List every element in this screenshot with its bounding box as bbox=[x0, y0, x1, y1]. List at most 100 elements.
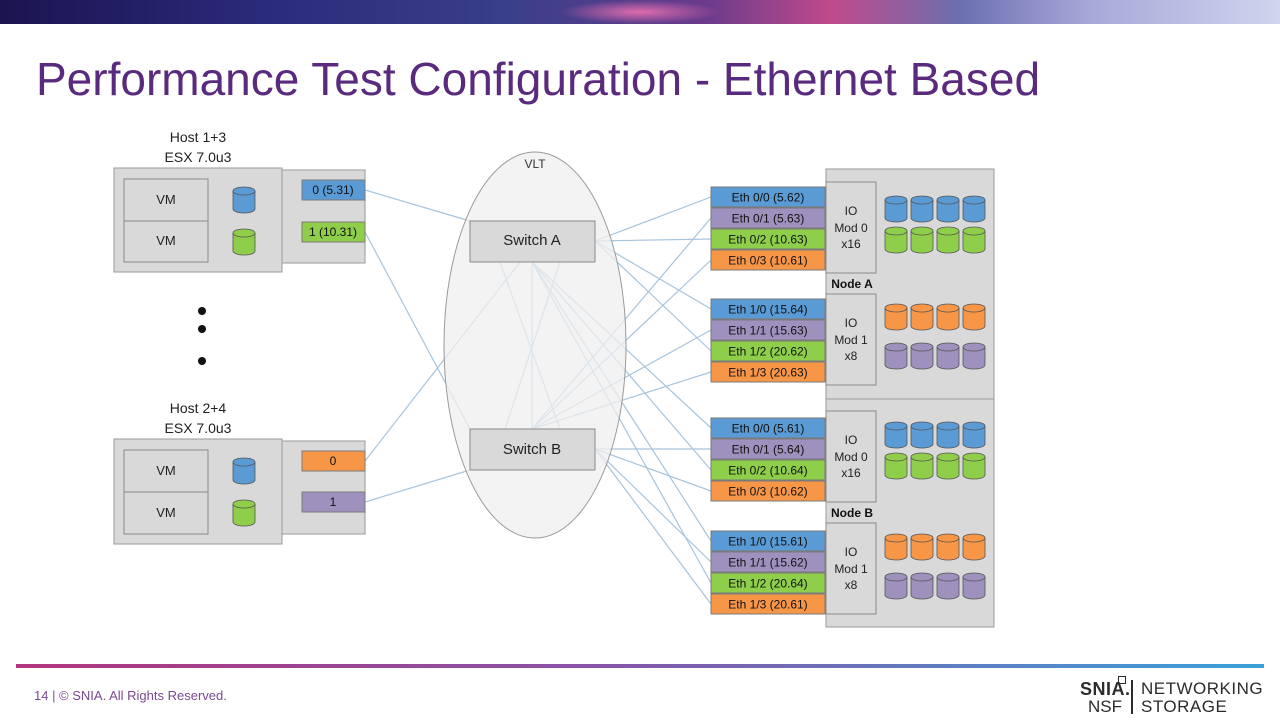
eth-port-n1-m1-p1[interactable] bbox=[710, 551, 826, 573]
logo-storage: STORAGE bbox=[1141, 697, 1228, 716]
host2-vm-1-label: VM bbox=[156, 463, 176, 478]
eth-port-n1-m1-p2[interactable] bbox=[710, 572, 826, 594]
eth-port-n0-m0-p0[interactable] bbox=[710, 186, 826, 208]
eth-port-n0-m1-p0[interactable] bbox=[710, 298, 826, 320]
logo-divider bbox=[1131, 680, 1133, 714]
link-to-eth-port bbox=[594, 238, 712, 242]
disk-icon bbox=[962, 421, 986, 449]
host2-vm-2-label: VM bbox=[156, 505, 176, 520]
disk-icon bbox=[936, 195, 960, 223]
host2-port-1-label: 1 bbox=[330, 495, 337, 509]
eth-port-n0-m1-p2[interactable] bbox=[710, 340, 826, 362]
host2-os: ESX 7.0u3 bbox=[165, 420, 232, 436]
host1-port-1[interactable] bbox=[301, 221, 366, 243]
switch-a-box[interactable] bbox=[469, 220, 596, 263]
logo-nsf: NSF bbox=[1088, 697, 1122, 716]
header-banner-glow bbox=[560, 0, 720, 24]
eth-port-label: Eth 1/1 (15.62) bbox=[728, 556, 807, 570]
eth-port-n0-m0-p1[interactable] bbox=[710, 207, 826, 229]
host1-port-0[interactable] bbox=[301, 179, 366, 201]
disk-icon bbox=[936, 226, 960, 254]
disk-icon bbox=[884, 533, 908, 561]
eth-port-n1-m1-p0[interactable] bbox=[710, 530, 826, 552]
eth-port-label: Eth 0/3 (10.61) bbox=[728, 254, 807, 268]
eth-port-label: Eth 1/0 (15.64) bbox=[728, 303, 807, 317]
host-datastores bbox=[232, 186, 256, 527]
disk-icon bbox=[910, 226, 934, 254]
eth-port-label: Eth 0/2 (10.64) bbox=[728, 464, 807, 478]
snia-logo-mark bbox=[1118, 676, 1126, 684]
disk-icon bbox=[884, 342, 908, 370]
vlt-ellipse bbox=[443, 151, 627, 539]
link-to-eth-port bbox=[594, 448, 712, 605]
disk-icon bbox=[936, 533, 960, 561]
switch-b-box[interactable] bbox=[469, 428, 596, 471]
host2-port-0[interactable] bbox=[301, 450, 366, 472]
eth-port-n1-m0-p1[interactable] bbox=[710, 438, 826, 460]
disk-icon bbox=[910, 533, 934, 561]
node-a-iomod1-l3: x8 bbox=[845, 349, 858, 363]
link-host2-p1-switch-b bbox=[364, 469, 471, 503]
footer-divider bbox=[16, 664, 1264, 668]
disk-icon bbox=[884, 421, 908, 449]
disk-icon bbox=[884, 226, 908, 254]
footer-copyright: 14 | © SNIA. All Rights Reserved. bbox=[34, 688, 227, 703]
node-a-label: Node A bbox=[831, 277, 873, 291]
host2-vm-2[interactable] bbox=[123, 491, 209, 535]
eth-port-n0-m0-p2[interactable] bbox=[710, 228, 826, 250]
eth-port-n1-m0-p2[interactable] bbox=[710, 459, 826, 481]
eth-port-n0-m1-p1[interactable] bbox=[710, 319, 826, 341]
disk-icon bbox=[962, 452, 986, 480]
host1-datastore-blue-icon bbox=[232, 186, 256, 214]
ellipsis-dot-3 bbox=[198, 357, 206, 365]
eth-port-n0-m0-p3[interactable] bbox=[710, 249, 826, 271]
host1-vm-2-label: VM bbox=[156, 233, 176, 248]
node-b-iomod0-l1: IO bbox=[845, 433, 858, 447]
link-to-eth-port bbox=[594, 196, 712, 242]
disk-icon bbox=[936, 572, 960, 600]
disk-icon bbox=[962, 195, 986, 223]
eth-port-label: Eth 0/0 (5.62) bbox=[732, 191, 805, 205]
ellipsis-dot-1 bbox=[198, 307, 206, 315]
node-a-iomod1[interactable] bbox=[825, 293, 877, 386]
slide-title: Performance Test Configuration - Etherne… bbox=[36, 53, 1041, 105]
eth-port-n1-m1-p3[interactable] bbox=[710, 593, 826, 615]
eth-port-n1-m0-p0[interactable] bbox=[710, 417, 826, 439]
node-a-iomod0[interactable] bbox=[825, 181, 877, 274]
eth-port-n1-m0-p3[interactable] bbox=[710, 480, 826, 502]
node-a-iomod0-l3: x16 bbox=[841, 237, 861, 251]
host1-vm-2[interactable] bbox=[123, 220, 209, 263]
disk-icon bbox=[910, 342, 934, 370]
host2-port-1[interactable] bbox=[301, 491, 366, 513]
network-diagram: VLT Switch A Switch B Host 1+3 ESX 7.0u3… bbox=[113, 129, 995, 628]
host2-datastore-green-icon bbox=[232, 499, 256, 527]
eth-port-label: Eth 0/2 (10.63) bbox=[728, 233, 807, 247]
eth-port-label: Eth 1/0 (15.61) bbox=[728, 535, 807, 549]
disk-icon bbox=[962, 572, 986, 600]
disk-icon bbox=[884, 195, 908, 223]
node-b-iomod1-l1: IO bbox=[845, 545, 858, 559]
eth-port-label: Eth 0/1 (5.64) bbox=[732, 443, 805, 457]
disk-icon bbox=[910, 572, 934, 600]
eth-port-n0-m1-p3[interactable] bbox=[710, 361, 826, 383]
node-a-iomod0-l2: Mod 0 bbox=[834, 221, 868, 235]
node-b-iomod0[interactable] bbox=[825, 410, 877, 503]
host2-name: Host 2+4 bbox=[170, 400, 227, 416]
node-a-iomod0-l1: IO bbox=[845, 204, 858, 218]
disk-icon bbox=[910, 303, 934, 331]
disk-icon bbox=[936, 452, 960, 480]
disk-icon bbox=[884, 572, 908, 600]
link-host1-p0-switch-a bbox=[364, 189, 471, 222]
storage-ethernet-ports: Eth 0/0 (5.62) Eth 0/1 (5.63) Eth 0/2 (10.… bbox=[710, 186, 826, 615]
logo-snia: SNIA. bbox=[1080, 679, 1131, 699]
eth-port-label: Eth 0/1 (5.63) bbox=[732, 212, 805, 226]
node-b-label: Node B bbox=[831, 506, 873, 520]
host1-vm-1-label: VM bbox=[156, 192, 176, 207]
node-b-iomod1[interactable] bbox=[825, 522, 877, 615]
disk-icon bbox=[910, 421, 934, 449]
host1-vm-1[interactable] bbox=[123, 178, 209, 222]
storage-disks bbox=[884, 195, 986, 600]
node-a-iomod1-l2: Mod 1 bbox=[834, 333, 868, 347]
ellipsis-dot-2 bbox=[198, 325, 206, 333]
switch-b-label: Switch B bbox=[503, 441, 561, 458]
